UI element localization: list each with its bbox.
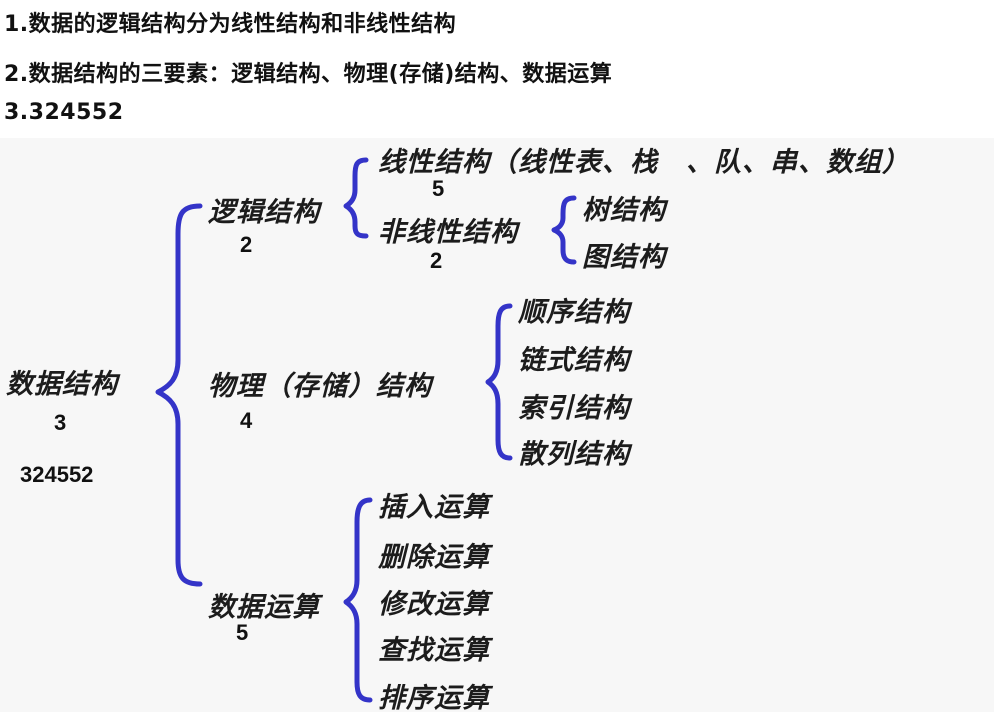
nonlinear-brace [551,195,577,265]
hashed-structure-node: 散列结构 [518,439,630,470]
linear-count-annotation: 5 [432,176,445,201]
physical-brace [485,303,513,461]
physical-count-annotation: 4 [240,408,253,433]
logical-brace [343,157,369,239]
modify-operation-node: 修改运算 [378,589,490,620]
graph-structure-node: 图结构 [582,242,666,273]
logical-structure-node: 逻辑结构 [208,197,320,228]
root-brace [155,203,203,587]
tree-structure-node: 树结构 [582,195,666,226]
linked-structure-node: 链式结构 [518,345,630,376]
data-operations-node: 数据运算 [208,592,320,623]
sort-operation-node: 排序运算 [378,683,490,714]
search-operation-node: 查找运算 [378,635,490,666]
logical-count-annotation: 2 [240,232,253,257]
root-count-annotation: 3 [54,410,67,435]
heading-line-2: 2.数据结构的三要素：逻辑结构、物理(存储)结构、数据运算 [4,62,613,87]
linear-structure-node: 线性结构（线性表、栈 、队、串、数组） [378,147,910,178]
delete-operation-node: 删除运算 [378,542,490,573]
heading-line-3: 3.324552 [4,100,124,125]
nonlinear-structure-node: 非线性结构 [378,217,518,248]
root-sequence-annotation: 324552 [20,462,94,487]
sequential-structure-node: 顺序结构 [518,297,630,328]
nonlinear-count-annotation: 2 [430,248,443,273]
operations-count-annotation: 5 [236,620,249,645]
insert-operation-node: 插入运算 [378,492,490,523]
physical-structure-node: 物理（存储）结构 [208,371,432,402]
root-node: 数据结构 [6,369,118,400]
heading-line-1: 1.数据的逻辑结构分为线性结构和非线性结构 [4,12,457,37]
indexed-structure-node: 索引结构 [518,393,630,424]
operations-brace [343,497,373,703]
